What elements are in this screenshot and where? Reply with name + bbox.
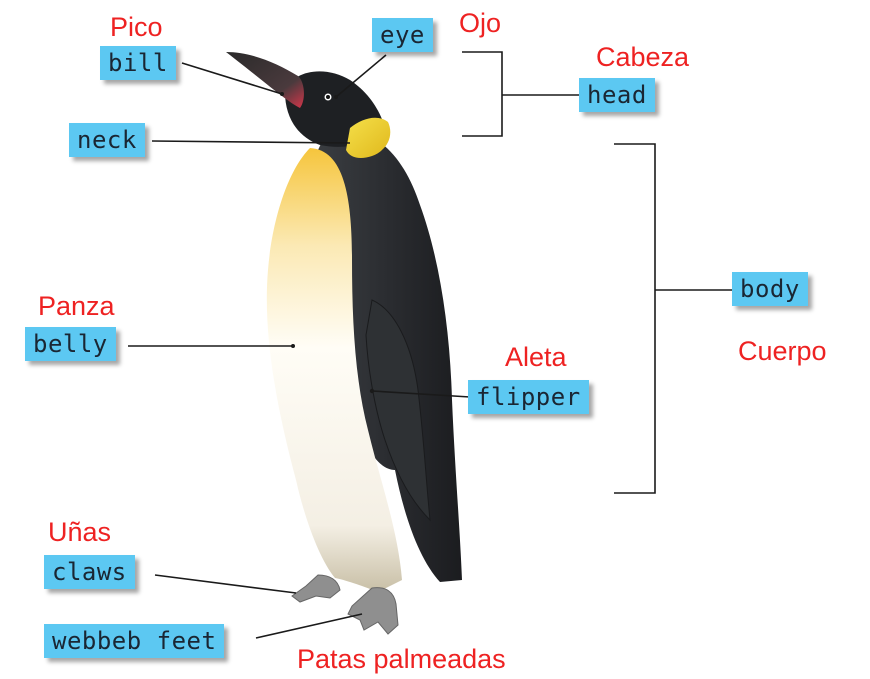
bill-label: bill [100, 46, 176, 80]
body-spanish: Cuerpo [738, 336, 827, 366]
neck-label: neck [69, 123, 145, 157]
penguin-flipper [365, 299, 431, 522]
flipper-label: flipper [468, 380, 589, 414]
claws-leader [154, 574, 297, 594]
belly-spanish: Panza [38, 291, 115, 321]
belly-label: belly [25, 327, 116, 361]
bill-spanish: Pico [110, 12, 163, 42]
penguin-left-foot [291, 574, 341, 603]
feet-spanish: Patas palmeadas [297, 644, 506, 674]
neck-leader [151, 140, 351, 144]
eye-leader [335, 54, 387, 98]
body-label: body [732, 272, 808, 306]
bill-leader [181, 62, 283, 95]
eye-label: eye [372, 18, 433, 52]
head-label: head [579, 78, 655, 112]
penguin-neck-patch [346, 117, 391, 158]
body-bracket [614, 143, 656, 494]
feet-label: webbeb feet [44, 624, 225, 658]
penguin-right-foot [347, 587, 399, 635]
claws-label: claws [44, 555, 135, 589]
penguin-bill [226, 52, 304, 108]
flipper-spanish: Aleta [505, 342, 567, 372]
penguin-belly [266, 148, 402, 592]
eye-spanish: Ojo [459, 8, 502, 38]
head-bracket [462, 51, 503, 137]
leader-lines [128, 51, 732, 639]
flipper-leader [371, 390, 471, 398]
head-spanish: Cabeza [596, 42, 690, 72]
claws-spanish: Uñas [48, 517, 112, 547]
feet-leader [255, 613, 363, 639]
